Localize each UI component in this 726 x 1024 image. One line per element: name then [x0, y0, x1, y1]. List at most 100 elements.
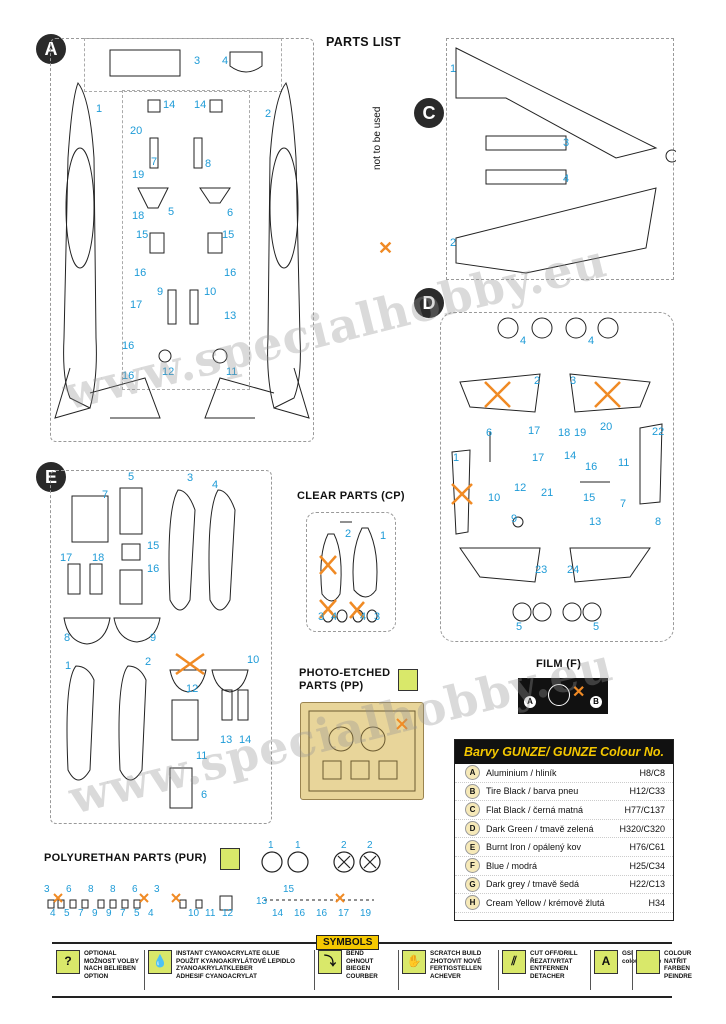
colour-code: H320/C320	[619, 823, 665, 834]
photo-etched-title: PHOTO-ETCHED PARTS (PP)	[299, 667, 391, 692]
pur-num: 12	[222, 908, 234, 919]
colour-icon	[636, 950, 660, 974]
colour-letter-icon: B	[465, 783, 480, 799]
pur-num: 2	[341, 840, 347, 851]
cut-icon: ⫽	[502, 950, 526, 974]
symbol-text: SCRATCH BUILD ZHOTOVIT NOVÉ FERTIGSTELLE…	[430, 950, 482, 980]
symbol-item: ⤵BEND OHNOUT BIEGEN COURBER	[318, 950, 378, 992]
film-title: FILM (F)	[536, 658, 582, 670]
pur-num: 5	[64, 908, 70, 919]
colour-name: Dark Green / tmavě zelená	[486, 823, 594, 834]
sprue-e-frame	[50, 470, 272, 824]
film-cross-icon: ✕	[572, 684, 586, 701]
pur-num: 8	[110, 884, 116, 895]
pur-num: 11	[205, 908, 216, 919]
colour-code: H22/C13	[629, 879, 665, 890]
not-used-cross-icon: ✕	[378, 238, 394, 258]
pur-num: 4	[50, 908, 56, 919]
symbol-item: ✋SCRATCH BUILD ZHOTOVIT NOVÉ FERTIGSTELL…	[402, 950, 482, 992]
gsi-icon: A	[594, 950, 618, 974]
pur-num: 7	[78, 908, 84, 919]
colour-code: H25/C34	[629, 860, 665, 871]
question-icon: ?	[56, 950, 80, 974]
pur-num: 4	[148, 908, 154, 919]
not-used-label: not to be used	[372, 106, 383, 170]
pur-parts-drawing	[47, 893, 374, 911]
not-used-note: not to be used	[372, 90, 383, 170]
pur-num: 6	[66, 884, 72, 895]
symbol-text: INSTANT CYANOACRYLATE GLUE POUŽIT KYANOA…	[176, 950, 296, 980]
pur-num: 3	[154, 884, 160, 895]
clear-parts-title: CLEAR PARTS (CP)	[297, 490, 405, 502]
sprue-d-drawing	[451, 317, 663, 622]
symbol-item: ⫽CUT OFF/DRILL ŘEZAT/VRTAT ENTFERNEN DET…	[502, 950, 578, 992]
colour-name: Burnt Iron / opálený kov	[486, 842, 582, 853]
colour-code: H34	[648, 897, 665, 908]
glue-drop-icon	[398, 669, 418, 691]
clear-sprue-frame	[306, 512, 396, 632]
sprue-a-center-column	[122, 90, 250, 390]
colour-letter-icon: F	[465, 858, 480, 874]
drop-icon: 💧	[148, 950, 172, 974]
symbol-divider	[314, 950, 315, 990]
symbol-divider	[498, 950, 499, 990]
colour-row: F Blue / modrá H25/C34	[455, 857, 673, 876]
colour-name: Tire Black / barva pneu	[486, 786, 579, 797]
colour-code: H77/C137	[624, 804, 665, 815]
colour-name: Dark grey / tmavě šedá	[486, 879, 580, 890]
symbol-text: BEND OHNOUT BIEGEN COURBER	[346, 950, 378, 980]
pur-glue-icon	[220, 848, 240, 870]
pur-num: 13	[256, 896, 268, 907]
colour-letter-icon: D	[465, 821, 480, 837]
colour-name: Flat Black / černá matná	[486, 804, 584, 815]
pur-num: 16	[316, 908, 328, 919]
colour-code: H12/C33	[629, 786, 665, 797]
section-c-badge: C	[414, 98, 444, 128]
colour-name: Aluminium / hliník	[486, 767, 557, 778]
film-label-b: B	[590, 696, 602, 708]
colour-row: B Tire Black / barva pneu H12/C33	[455, 783, 673, 802]
bend-icon: ⤵	[318, 950, 342, 974]
sprue-a-drawing	[54, 49, 310, 419]
pur-num: 1	[295, 840, 301, 851]
symbol-text: OPTIONAL MOŽNOST VOLBY NACH BELIEBEN OPT…	[84, 950, 139, 980]
pur-num: 15	[283, 884, 295, 895]
symbol-item: 💧INSTANT CYANOACRYLATE GLUE POUŽIT KYANO…	[148, 950, 295, 992]
pur-num: 16	[294, 908, 306, 919]
colour-row: D Dark Green / tmavě zelená H320/C320	[455, 820, 673, 839]
sprue-c-drawing	[455, 47, 676, 274]
pur-num: 1	[268, 840, 274, 851]
sprue-d-frame	[440, 312, 674, 642]
colour-table-title: Barvy GUNZE/ GUNZE Colour No.	[455, 740, 673, 764]
pur-num: 8	[88, 884, 94, 895]
colour-name: Cream Yellow / krémově žlutá	[486, 897, 605, 908]
symbol-item: COLOUR NATŘIT FARBEN PEINDRE	[636, 950, 692, 992]
pur-num: 2	[367, 840, 373, 851]
pur-num: 5	[134, 908, 140, 919]
symbol-divider	[632, 950, 633, 990]
symbol-divider	[144, 950, 145, 990]
sprue-c-frame	[446, 38, 674, 280]
pur-num: 10	[188, 908, 200, 919]
section-d-badge: D	[414, 288, 444, 318]
film-sheet: A B ✕	[518, 678, 608, 714]
pur-num: 7	[120, 908, 126, 919]
pur-num: 14	[272, 908, 284, 919]
colour-name: Blue / modrá	[486, 860, 538, 871]
sprue-e-drawing	[63, 487, 249, 809]
pur-num: 9	[106, 908, 112, 919]
film-label-a: A	[524, 696, 536, 708]
symbol-text: CUT OFF/DRILL ŘEZAT/VRTAT ENTFERNEN DETA…	[530, 950, 578, 980]
symbols-title: SYMBOLS	[316, 935, 380, 950]
symbol-item: ?OPTIONAL MOŽNOST VOLBY NACH BELIEBEN OP…	[56, 950, 139, 992]
